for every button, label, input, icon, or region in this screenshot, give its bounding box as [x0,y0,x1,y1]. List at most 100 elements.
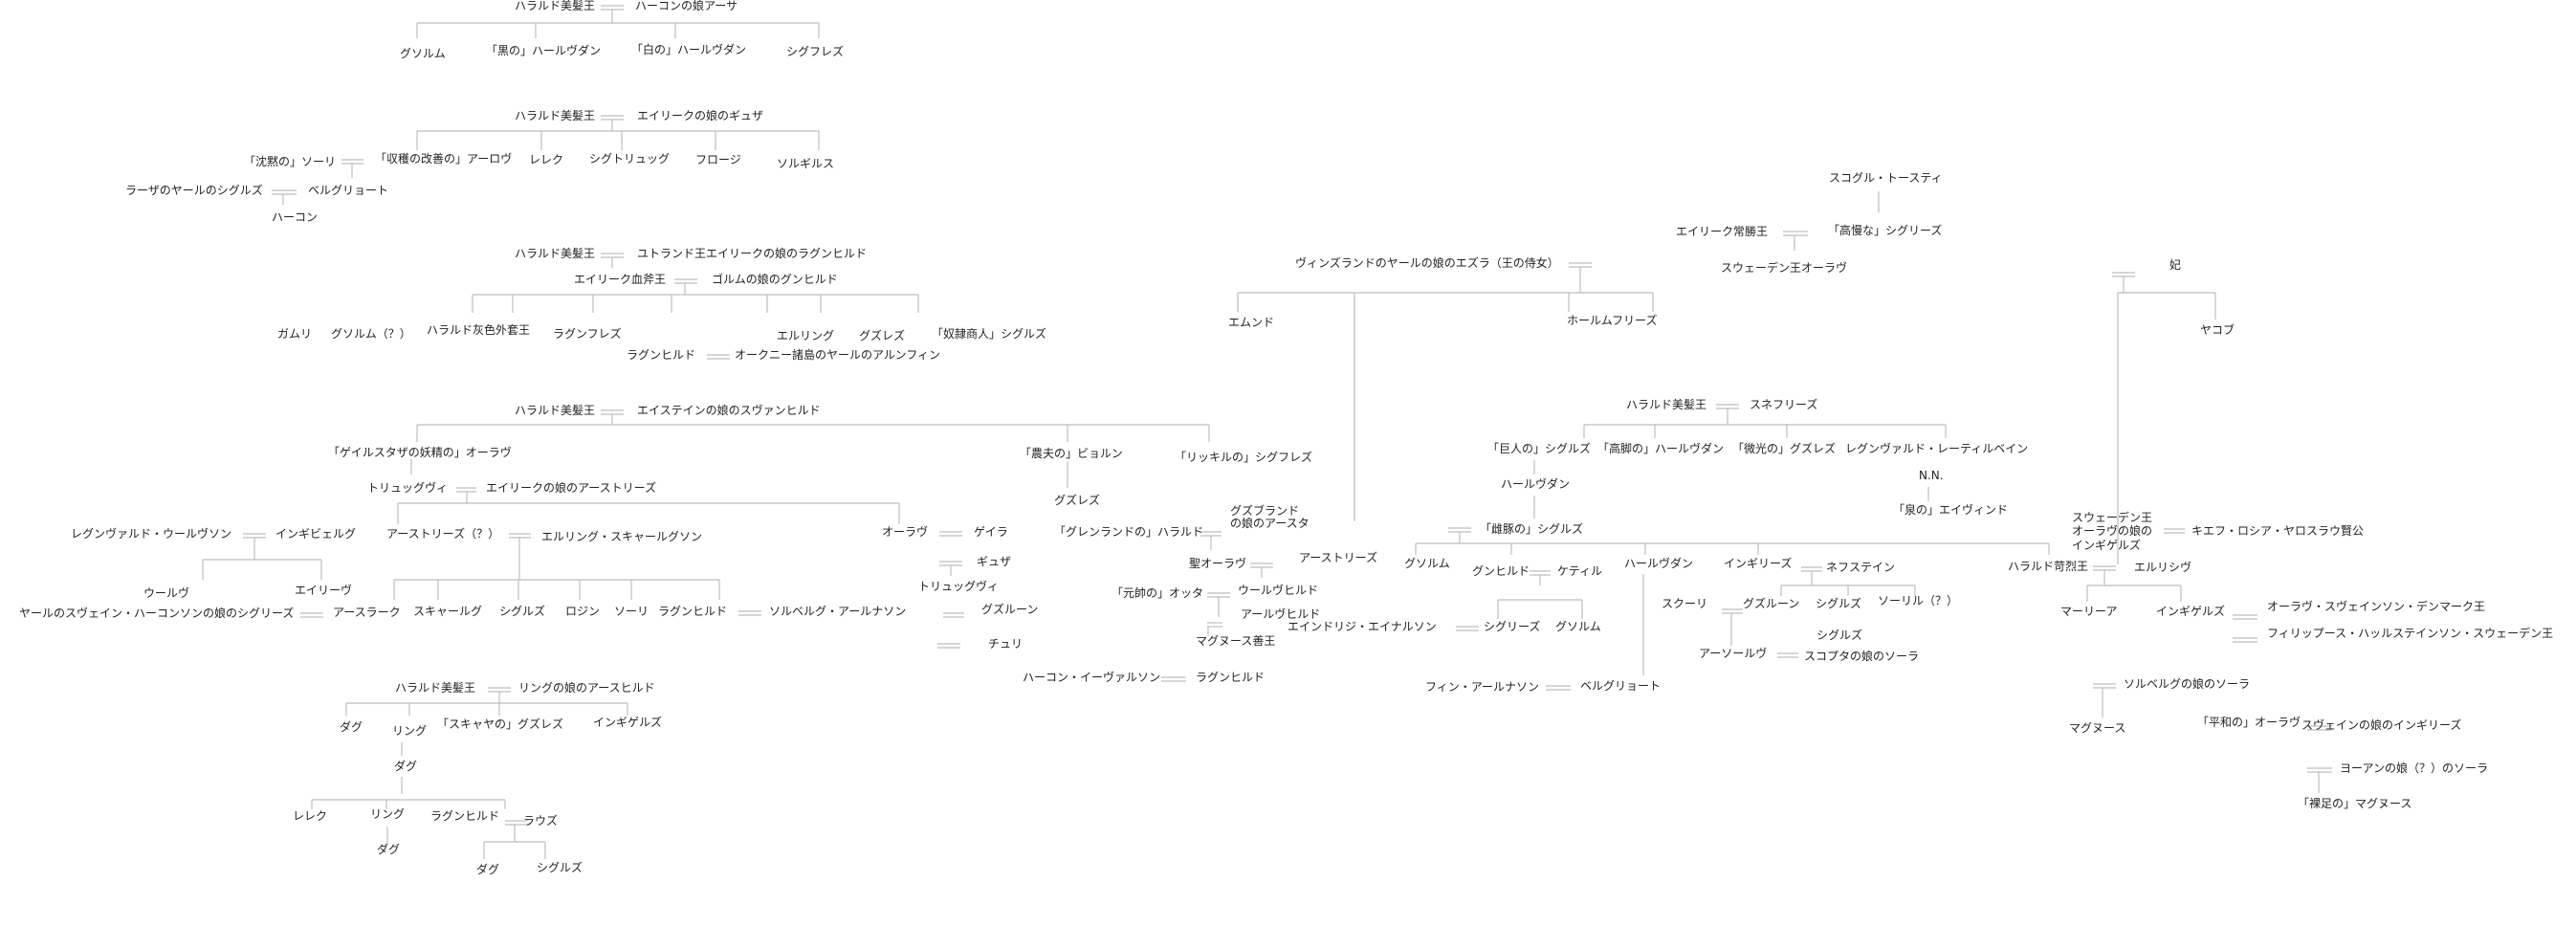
person-label: ラウズ [523,814,559,828]
person-label: 「微光の」グズレズ [1732,442,1837,455]
person-label: 「黒の」ハールヴダン [486,44,602,57]
person-label: ハーコン・イーヴァルソン [1023,671,1161,684]
person-label: 「白の」ハールヴダン [631,43,747,56]
person-label: ハールヴダン [1501,477,1571,491]
person-label: 「沈黙の」ソーリ [244,155,337,168]
person-label: スウェーデン王オーラヴ [1721,261,1848,275]
person-label: 「収穫の改善の」アーロヴ [375,152,513,166]
person-label: マグヌース [2069,721,2126,735]
person-label: シグルズ [1816,629,1863,642]
person-label: ウールヴ [143,586,190,600]
person-label: ハーコンの娘アーサ [635,0,738,12]
person-label: ハラルド灰色外套王 [427,323,531,337]
person-label: 「泉の」エイヴィンド [1893,503,2009,517]
person-label: リング [392,724,428,738]
person-label: 「裸足の」マグヌース [2298,797,2412,810]
person-label: ラグンヒルド [658,605,728,618]
person-label: 「元帥の」オッタ [1112,586,1204,600]
person-label: ソルベルグの娘のソーラ [2124,677,2251,691]
person-label: グソルム [1555,620,1601,633]
person-label: シグルズ [537,861,583,874]
person-label: ベルグリョート [308,184,389,197]
person-label: シグトリュッグ [589,152,671,166]
person-label: グソルム（？） [331,327,411,341]
person-label: エルリシヴ [2134,561,2192,574]
person-label: リングの娘のアースヒルド [518,681,655,695]
person-label: 「巨人の」シグルズ [1487,442,1592,455]
person-label: 「平和の」オーラヴ [2197,716,2301,729]
person-label: グソルム [400,47,446,60]
person-label: ソーリ [614,605,650,618]
person-label: ヨーアンの娘（？）のソーラ [2340,761,2489,775]
person-label: 「ゲイルスタザの妖精の」オーラヴ [328,446,512,459]
person-label: ハラルド美髪王 [515,247,596,260]
person-label: チュリ [988,637,1024,651]
person-label: エイリーク常勝王 [1676,225,1769,238]
person-label: エムンド [1228,316,1275,329]
person-label: グソルム [1404,557,1450,570]
person-label: シグリーズ [1484,620,1541,633]
person-label: ウールヴヒルド [1238,584,1319,597]
person-label: ダグ [340,720,363,734]
person-label: の娘のアースタ [1230,517,1310,530]
person-label: 「高慢な」シグリーズ [1828,224,1943,237]
person-label: ハラルド美髪王 [515,0,596,12]
person-label: アーソールヴ [1699,647,1768,660]
person-label: ダグ [476,863,500,876]
person-label: 聖オーラヴ [1189,557,1247,570]
person-label: フロージ [695,153,741,166]
person-label: 「リッキルの」シグフレズ [1175,451,1313,464]
person-label: ハラルド美髪王 [515,404,596,417]
person-label: 「雌豚の」シグルズ [1480,522,1584,536]
person-label: 妃 [2169,258,2182,272]
person-label: 「奴隷商人」シグルズ [932,327,1047,341]
person-label: ソルベルグ・アールナソン [769,605,907,618]
person-label: ゲイラ [974,525,1008,539]
person-label: インギゲルズ [2072,539,2142,552]
person-label: ハールヴダン [1624,557,1694,570]
person-label: リング [370,807,406,821]
person-label: ラグンヒルド [1196,671,1266,684]
person-label: ヤコブ [2200,323,2235,337]
person-label: ハーコン [272,210,319,224]
person-label: スコグル・トースティ [1829,171,1943,185]
person-label: グズルーン [1743,597,1800,610]
person-label: グンヒルド [1472,564,1530,578]
person-label: レレク [293,809,328,823]
person-label: ヤールのスヴェイン・ハーコンソンの娘のシグリーズ [19,607,295,620]
person-label: ハラルド美髪王 [1626,398,1707,411]
person-label: ギュザ [977,555,1012,568]
person-label: ハラルド美髪王 [395,681,476,695]
person-label: ホールムフリーズ [1567,314,1658,327]
person-label: インギゲルズ [2156,605,2226,618]
person-label: トリュッグヴィ [367,481,449,495]
person-label: アールヴヒルド [1241,607,1321,621]
person-label: ハラルド苛烈王 [2008,560,2089,573]
person-label: インギゲルズ [593,716,663,729]
person-label: スウェーデン王 [2072,511,2153,524]
person-label: スヴェインの娘のインギリーズ [2301,718,2462,732]
person-label: トリュッグヴィ [918,580,1000,593]
person-label: ソーリル（？） [1878,594,1959,607]
person-label: ネフステイン [1826,561,1896,574]
person-label: オーラヴ [882,525,929,539]
person-label: 「グレンランドの」ハラルド [1054,525,1204,539]
person-label: エルリング [777,329,835,342]
person-label: ハラルド美髪王 [515,109,596,122]
person-label: レグンヴァルド・ウールヴソン [71,527,232,541]
person-label: アースラーク [333,606,401,619]
person-label: ラグンフレズ [553,327,622,341]
person-label: フィリップース・ハッルステインソン・スウェーデン王 [2267,627,2554,640]
person-label: ラーザのヤールのシグルズ [125,184,263,197]
person-label: グズレズ [1054,494,1101,507]
person-label: 「スキャヤの」グズレズ [437,717,564,731]
person-label: レグンヴァルド・レーティルベイン [1845,442,2029,455]
person-label: ラグンヒルド [430,809,500,823]
person-label: 「高脚の」ハールヴダン [1597,442,1725,455]
person-label: キエフ・ロシア・ヤロスラウ賢公 [2191,524,2365,538]
person-label: エイステインの娘のスヴァンヒルド [637,404,821,417]
person-label: スコプタの娘のソーラ [1804,650,1920,663]
person-label: アーストリーズ [1299,551,1378,564]
person-label: エイリークの娘のアーストリーズ [486,481,657,495]
